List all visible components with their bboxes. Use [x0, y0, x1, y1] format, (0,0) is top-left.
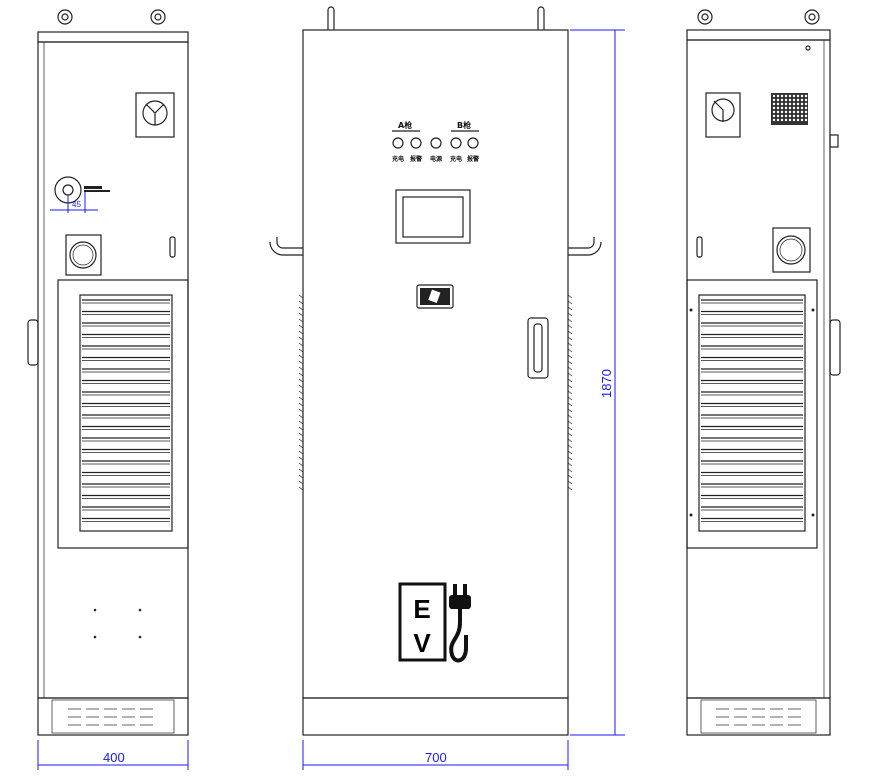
- socket-offset-dimension: 45: [72, 200, 81, 209]
- base: [37, 697, 189, 736]
- side-body: [37, 41, 189, 699]
- gun-b-label: B枪: [457, 120, 471, 130]
- door-handle: [527, 317, 549, 379]
- side-width-dimension: 400: [103, 750, 125, 765]
- front-width-dimension: 700: [425, 750, 447, 765]
- right-side-view: [686, 9, 841, 736]
- card-reader-icon: [416, 284, 454, 309]
- base: [302, 697, 569, 736]
- vent-panel: [686, 279, 818, 549]
- fan-icon: [772, 227, 811, 273]
- lifting-eye: [150, 9, 166, 25]
- switch-box: [135, 92, 175, 138]
- ev-charging-logo: E V: [398, 582, 471, 663]
- lifting-eye: [57, 9, 73, 25]
- switch-box: [705, 92, 741, 138]
- indicator-label: 充电: [392, 155, 404, 163]
- svg-text:E: E: [413, 594, 430, 624]
- vent-panel: [57, 279, 189, 549]
- indicator-light: [430, 137, 442, 149]
- indicator-label: 电源: [430, 155, 442, 163]
- svg-text:V: V: [413, 628, 431, 658]
- indicator-light: [450, 137, 462, 149]
- indicator-label: 报警: [410, 155, 422, 163]
- front-view: A枪 B枪 充电报警电源充电报警 E V 700 1870: [269, 6, 625, 770]
- indicator-light: [410, 137, 422, 149]
- left-side-view: 45 400: [27, 9, 189, 770]
- fan-icon: [65, 234, 102, 276]
- touch-screen: [395, 189, 471, 244]
- indicator-light: [392, 137, 404, 149]
- height-dimension: 1870: [599, 369, 614, 398]
- gun-a-label: A枪: [398, 120, 412, 130]
- indicator-label: 报警: [467, 155, 479, 163]
- indicator-label: 充电: [450, 155, 462, 163]
- base: [686, 697, 831, 736]
- indicator-light: [467, 137, 479, 149]
